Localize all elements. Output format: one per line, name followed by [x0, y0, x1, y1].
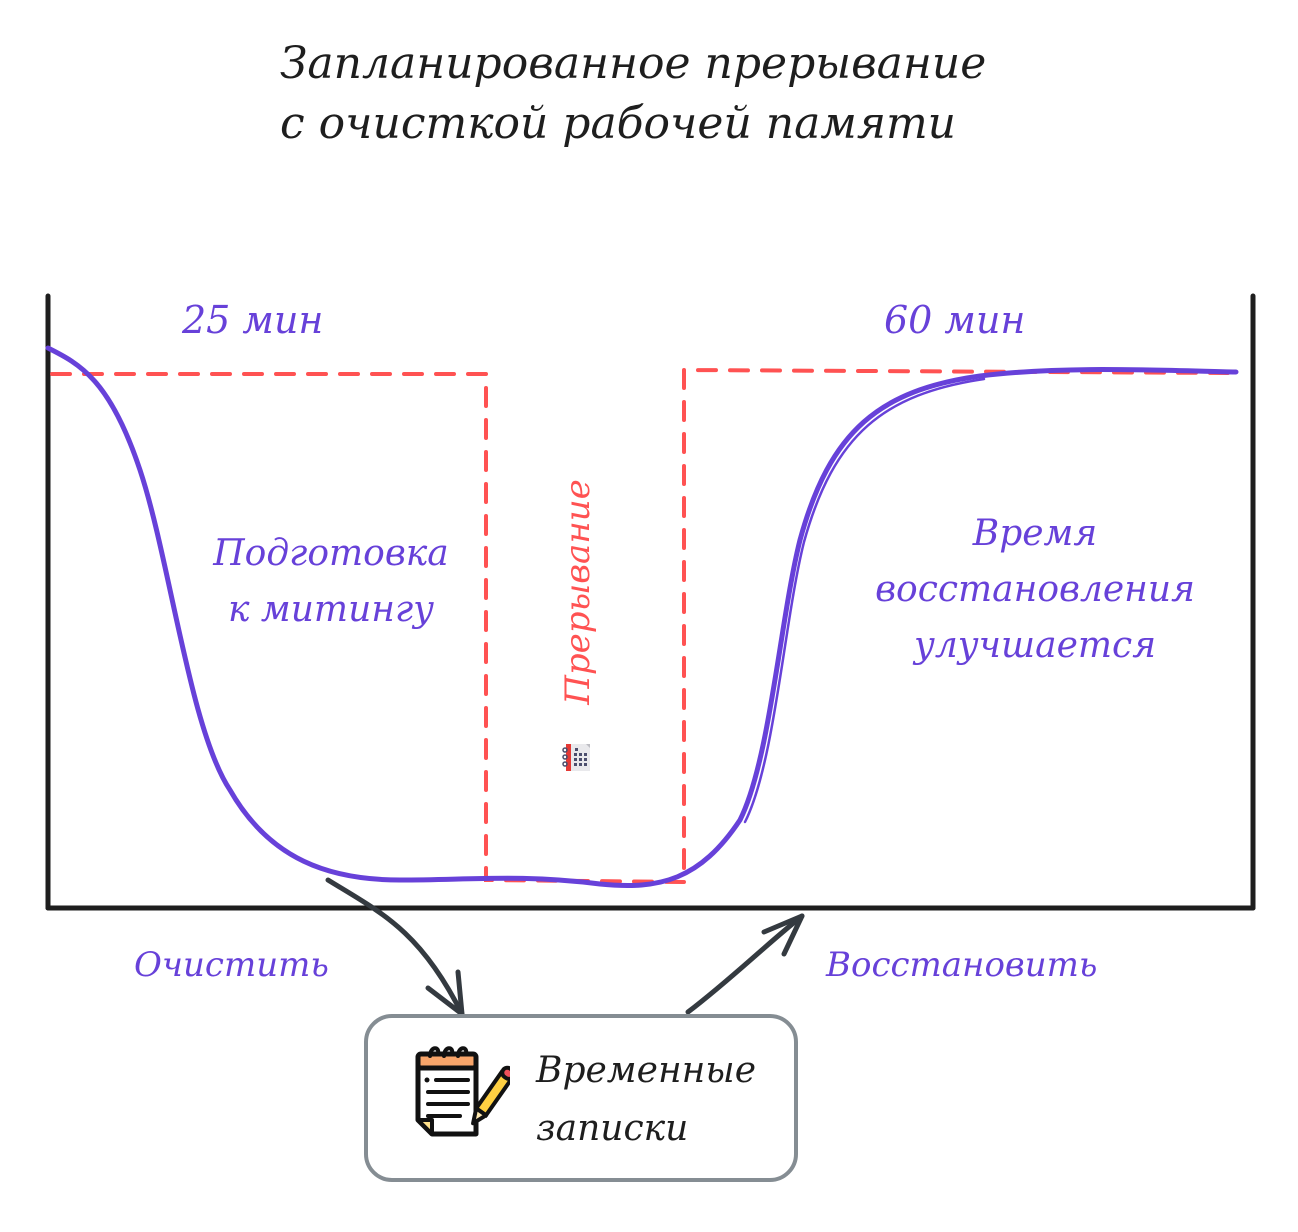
page-title: Запланированное прерывание с очисткой ра… [280, 34, 1080, 154]
restore-label: Восстановить [826, 945, 1098, 985]
focus-curve-echo [743, 377, 986, 824]
notepad-pencil-icon [415, 1046, 510, 1137]
recovery-label: Время восстановления улучшается [875, 513, 1195, 666]
calendar-notebook-icon [562, 744, 590, 771]
focus-curve [45, 345, 1239, 888]
restore-arrow [685, 913, 805, 1015]
clear-arrow [325, 877, 465, 1017]
duration-before-label: 25 мин [182, 298, 324, 342]
title-line-2: с очисткой рабочей памяти [280, 98, 957, 149]
interruption-label: Прерывание [558, 479, 598, 705]
temporary-notes-label: Временные записки [536, 1050, 757, 1149]
clear-label: Очистить [134, 945, 329, 985]
duration-after-label: 60 мин [884, 298, 1026, 342]
title-line-1: Запланированное прерывание [280, 38, 987, 89]
preparation-label: Подготовка к митингу [213, 533, 449, 630]
